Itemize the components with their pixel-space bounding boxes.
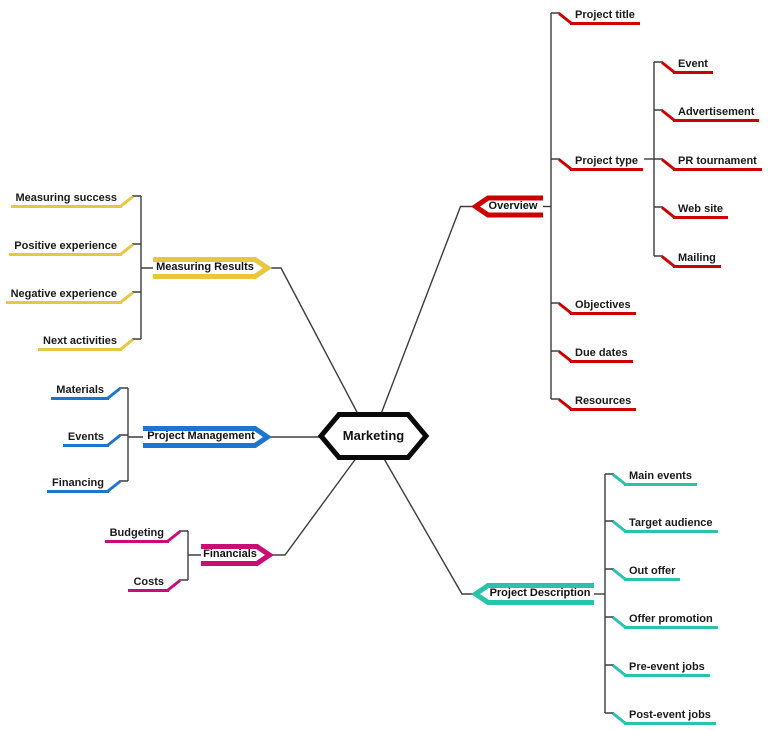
link-project-description: [382, 456, 474, 595]
stubs-measuring-results-leaves: [132, 195, 141, 340]
center-node-marketing[interactable]: Marketing: [342, 428, 405, 443]
branch-node-overview[interactable]: Overview: [488, 200, 538, 212]
branch-node-project-description[interactable]: Project Description: [489, 587, 591, 599]
leaf-node-events[interactable]: Events: [62, 431, 109, 447]
leaf-node-mailing[interactable]: Mailing: [673, 252, 721, 268]
leaf-node-measuring-success[interactable]: Measuring success: [10, 192, 122, 208]
financials-arrow-shape[interactable]: [201, 544, 274, 566]
leaf-node-project-title[interactable]: Project title: [570, 9, 640, 25]
leaf-node-web-site[interactable]: Web site: [673, 203, 729, 219]
leaf-node-pre-event-jobs[interactable]: Pre-event jobs: [624, 661, 710, 677]
hooks-project-type-leaves: [661, 61, 675, 268]
hooks-project-management-leaves: [107, 387, 121, 493]
overview-arrow-shape[interactable]: [471, 195, 544, 218]
leaf-node-post-event-jobs[interactable]: Post-event jobs: [624, 709, 716, 725]
hooks-overview-leaves: [558, 12, 572, 411]
leaf-node-resources[interactable]: Resources: [570, 395, 637, 411]
leaf-node-pr-tournament[interactable]: PR tournament: [673, 155, 762, 171]
center-branch-links: [269, 205, 474, 595]
center-hexagon-shape[interactable]: [317, 412, 430, 460]
leaf-node-target-audience[interactable]: Target audience: [624, 517, 718, 533]
leaf-node-financing[interactable]: Financing: [47, 477, 109, 493]
leaf-node-positive-experience[interactable]: Positive experience: [9, 240, 122, 256]
branch-spines: [119, 12, 663, 714]
leaf-node-event[interactable]: Event: [673, 58, 713, 74]
stubs-financials-leaves: [179, 530, 188, 581]
link-measuring-results: [270, 267, 359, 415]
hooks-measuring-results-leaves: [120, 195, 134, 351]
project-description-arrow-shape[interactable]: [471, 583, 595, 605]
leaf-node-negative-experience[interactable]: Negative experience: [5, 288, 122, 304]
stubs-project-description-leaves: [605, 473, 614, 714]
project-management-arrow-shape[interactable]: [143, 426, 272, 448]
stubs-project-management-leaves: [119, 387, 128, 482]
branch-node-financials[interactable]: Financials: [203, 548, 257, 560]
stubs-overview-leaves: [551, 12, 560, 400]
stubs-project-type-leaves: [654, 61, 663, 257]
measuring-results-arrow-shape[interactable]: [153, 257, 272, 279]
leaf-node-advertisement[interactable]: Advertisement: [673, 106, 760, 122]
leaf-node-offer-promotion[interactable]: Offer promotion: [624, 613, 718, 629]
leaf-node-materials[interactable]: Materials: [51, 384, 109, 400]
hooks-project-description-leaves: [612, 473, 626, 725]
leaf-node-project-type[interactable]: Project type: [570, 155, 643, 171]
leaf-node-costs[interactable]: Costs: [128, 576, 169, 592]
leaf-node-budgeting[interactable]: Budgeting: [104, 527, 169, 543]
branch-node-project-management[interactable]: Project Management: [147, 430, 255, 442]
branch-node-measuring-results[interactable]: Measuring Results: [156, 261, 254, 273]
leaf-node-main-events[interactable]: Main events: [624, 470, 697, 486]
leaf-node-out-offer[interactable]: Out offer: [624, 565, 681, 581]
leaf-node-next-activities[interactable]: Next activities: [38, 335, 122, 351]
link-overview: [380, 205, 474, 415]
hooks-financials-leaves: [167, 530, 181, 592]
link-financials: [272, 456, 358, 556]
leaf-node-due-dates[interactable]: Due dates: [570, 347, 633, 363]
leaf-node-objectives[interactable]: Objectives: [570, 299, 636, 315]
